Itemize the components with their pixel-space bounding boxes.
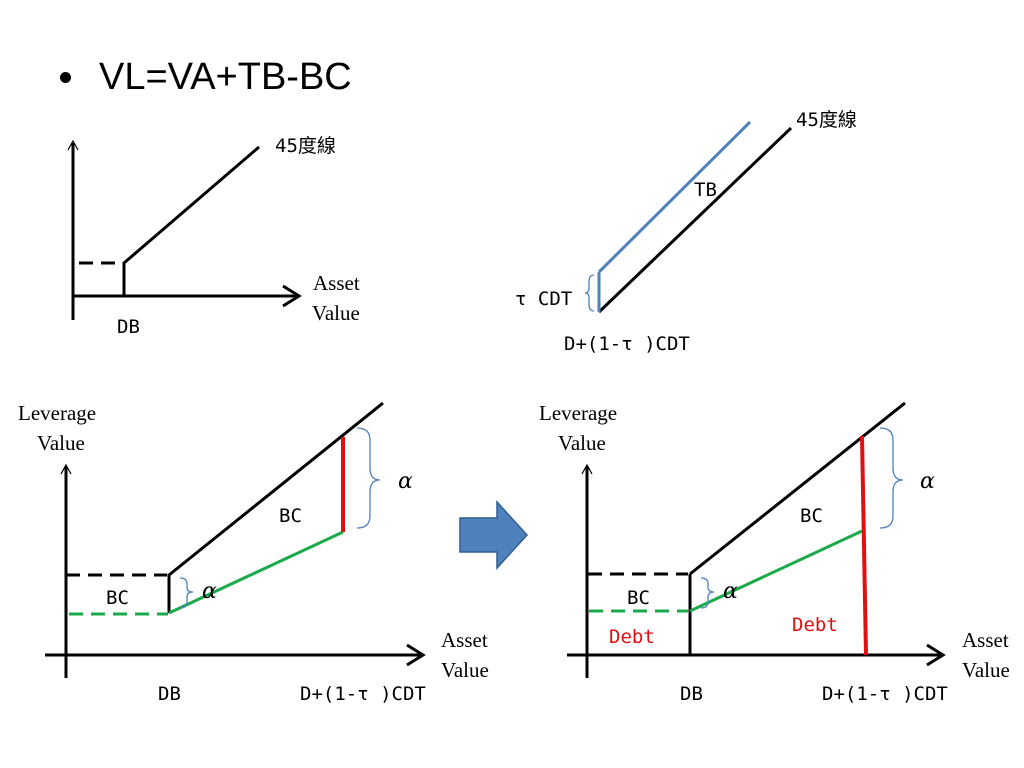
db-label: DB (117, 316, 140, 338)
alpha-upper-brace-icon (879, 427, 904, 529)
alpha-lower-label: α (723, 579, 738, 604)
panel-bottom-right: Leverage Value α α BC BC Debt Debt Asset… (539, 401, 1010, 705)
slide-title: VL=VA+TB-BC (99, 56, 352, 98)
45-degree-line (597, 126, 793, 314)
debt-left-label: Debt (609, 626, 655, 648)
tb-shifted-line (597, 120, 752, 274)
y-axis-arrow-icon (581, 463, 593, 475)
panel-top-right: 45度線 TB τ CDT D+(1-τ )CDT (515, 109, 857, 355)
x-label-asset: Asset (441, 628, 488, 652)
bullet-icon (60, 72, 71, 83)
alpha-lower-brace-icon (179, 577, 194, 609)
alpha-lower-label: α (202, 579, 217, 604)
bc-upper-label: BC (279, 505, 302, 527)
x-axis-arrow-icon (282, 284, 302, 308)
right-arrow-icon (459, 500, 529, 570)
line-label: 45度線 (796, 109, 857, 131)
alpha-lower-brace-icon (700, 577, 715, 609)
alpha-upper-label: α (920, 469, 935, 494)
alpha-upper-brace-icon (356, 427, 381, 529)
y-axis-arrow-icon (67, 139, 79, 151)
panel-bottom-left: Leverage Value α α BC BC Asset Value DB … (18, 401, 489, 705)
red-debt-line (860, 435, 868, 656)
x-label-asset: Asset (313, 271, 360, 295)
x-tick-label: D+(1-τ )CDT (564, 333, 690, 355)
45-degree-line (689, 401, 906, 576)
x-axis-arrow-icon (406, 643, 426, 667)
green-value-line (689, 529, 863, 613)
alpha-upper-label: α (398, 469, 413, 494)
green-value-line (168, 530, 344, 615)
x-axis-arrow-icon (926, 643, 946, 667)
bc-upper-label: BC (800, 505, 823, 527)
debt-right-label: Debt (792, 614, 838, 636)
cdt-label: D+(1-τ )CDT (822, 683, 948, 705)
tb-label: TB (694, 179, 717, 201)
bc-lower-label: BC (106, 587, 129, 609)
line-label: 45度線 (275, 135, 336, 157)
bc-lower-label: BC (627, 587, 650, 609)
y-label-leverage: Leverage (18, 401, 96, 425)
y-label-value: Value (558, 431, 606, 455)
x-label-asset: Asset (962, 628, 1009, 652)
y-label-value: Value (37, 431, 85, 455)
y-label-leverage: Leverage (539, 401, 617, 425)
db-label: DB (158, 683, 181, 705)
x-label-value: Value (441, 658, 489, 682)
tau-cdt-label: τ CDT (515, 288, 572, 310)
y-axis-arrow-icon (60, 463, 72, 475)
panel-top-left: 45度線 Asset Value DB (67, 135, 360, 338)
cdt-label: D+(1-τ )CDT (300, 683, 426, 705)
x-label-value: Value (962, 658, 1010, 682)
title-row: VL=VA+TB-BC (60, 56, 352, 99)
tau-cdt-brace-icon (584, 274, 595, 312)
45-degree-line (123, 145, 260, 265)
45-degree-line (168, 401, 384, 577)
db-label: DB (680, 683, 703, 705)
x-label-value: Value (312, 301, 360, 325)
